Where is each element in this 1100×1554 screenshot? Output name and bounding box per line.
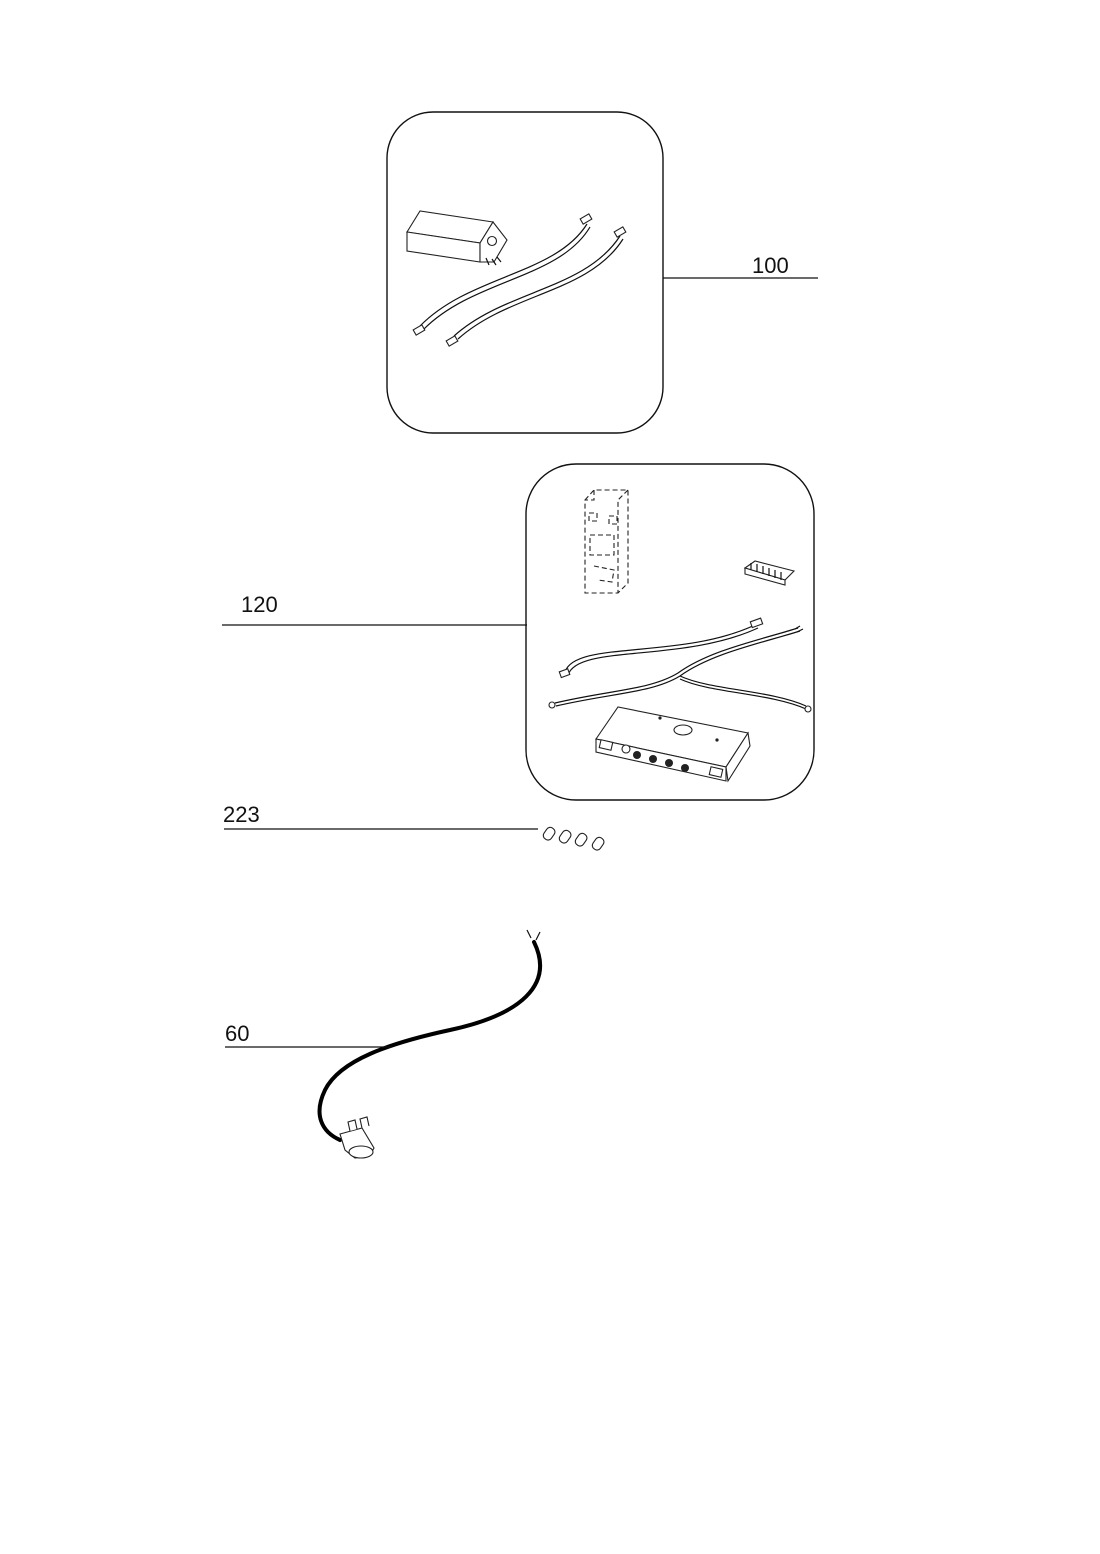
connection-cable-1 <box>412 213 593 336</box>
y-splitter-cable <box>548 617 812 713</box>
fuses-group: 223 <box>223 802 605 851</box>
transformer-kit-group: 100 <box>386 111 818 434</box>
connection-cable-2 <box>445 226 627 347</box>
mounting-bracket-dashed <box>584 489 629 594</box>
callout-label-120: 120 <box>241 592 278 617</box>
control-kit-frame <box>525 463 815 801</box>
callout-label-100: 100 <box>752 253 789 278</box>
transformer-box <box>406 210 508 266</box>
plug-icon <box>339 1116 375 1159</box>
callout-label-60: 60 <box>225 1021 249 1046</box>
power-cord-group: 60 <box>225 929 542 1159</box>
power-cord <box>317 929 542 1142</box>
callout-label-223: 223 <box>223 802 260 827</box>
transformer-kit-frame <box>386 111 664 434</box>
terminal-block <box>743 560 796 586</box>
control-kit-group: 120 <box>222 463 815 801</box>
fuse-set <box>542 826 605 851</box>
control-box <box>595 706 751 783</box>
